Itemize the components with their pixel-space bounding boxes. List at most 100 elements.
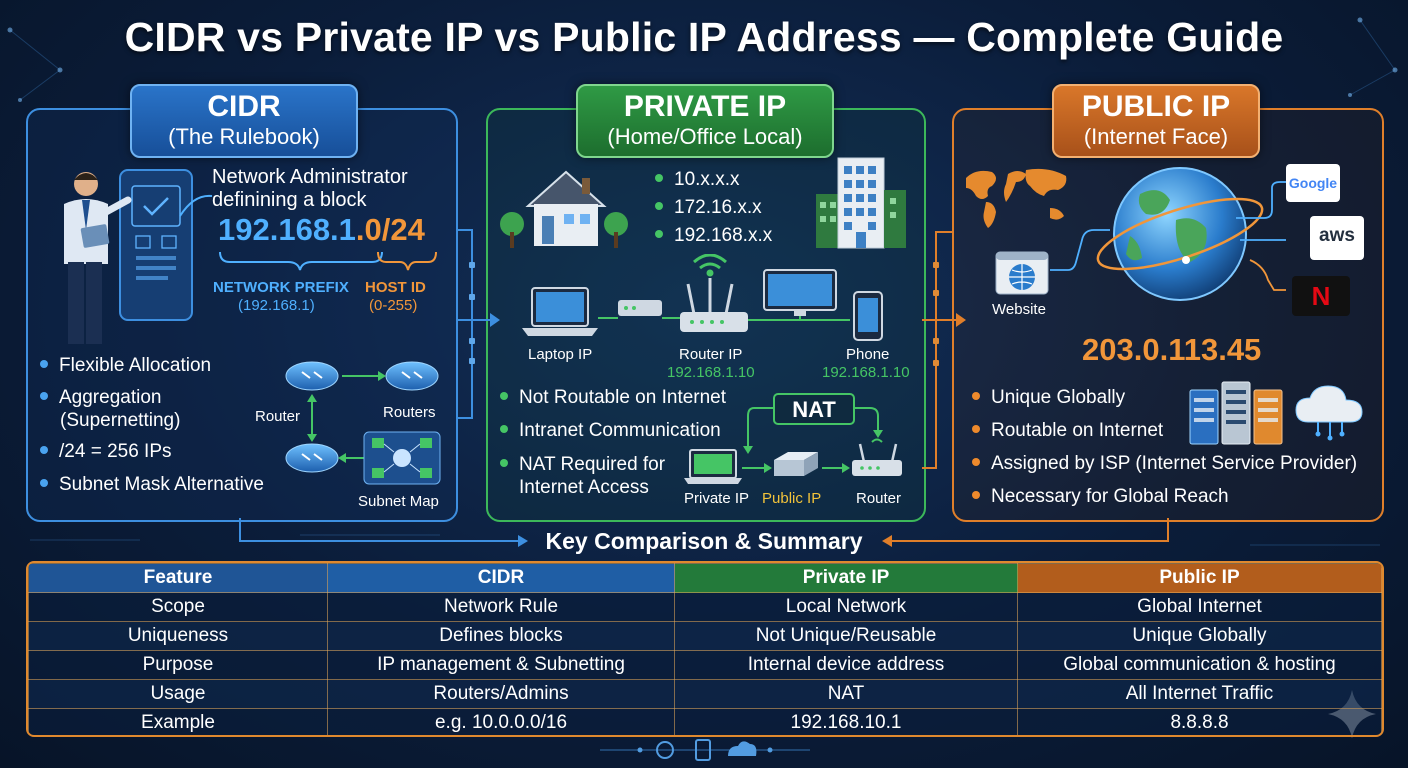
table-row: Purpose IP management & Subnetting Inter… <box>28 650 1382 680</box>
service-connectors <box>1050 181 1286 291</box>
table-header-row: Feature CIDR Private IP Public IP <box>28 563 1382 593</box>
laptop-ip-label: Laptop IP <box>528 346 593 363</box>
globe-icon <box>1096 167 1264 301</box>
cidr-header: CIDR (The Rulebook) <box>130 84 358 158</box>
nat-public-ip-label: Public IP <box>762 490 822 507</box>
column-header-private-ip: Private IP <box>674 563 1018 593</box>
subnet-map-label: Subnet Map <box>358 493 439 510</box>
google-logo: Google <box>1286 164 1340 202</box>
laptop-icon <box>522 287 598 336</box>
table-cell: Usage <box>28 679 328 709</box>
table-cell: Uniqueness <box>28 621 328 651</box>
table-cell: Network Rule <box>327 592 675 622</box>
footer-icons <box>600 739 810 761</box>
network-prefix-value: (192.168.1) <box>238 297 315 314</box>
netflix-logo: N <box>1292 276 1350 316</box>
cidr-example-prefix: 192.168.1 <box>218 212 356 247</box>
private-ip-header-subtitle: (Home/Office Local) <box>607 124 803 149</box>
public-bullet: Routable on Internet <box>972 420 1163 442</box>
admin-caption-line-2: definining a block <box>212 189 367 211</box>
host-id-value: (0-255) <box>369 297 418 314</box>
cidr-bullet: Aggregation <box>40 387 161 409</box>
world-map-icon <box>966 168 1067 228</box>
phone-ip-value: 192.168.1.10 <box>822 364 910 381</box>
router-icon <box>385 361 439 391</box>
website-icon <box>995 251 1049 295</box>
public-ip-header: PUBLIC IP (Internet Face) <box>1052 84 1260 158</box>
table-cell: IP management & Subnetting <box>327 650 675 680</box>
table-cell: Local Network <box>674 592 1018 622</box>
cidr-header-subtitle: (The Rulebook) <box>168 124 320 149</box>
router-icon <box>852 438 902 476</box>
page-title: CIDR vs Private IP vs Public IP Address … <box>124 14 1284 60</box>
private-ip-header: PRIVATE IP (Home/Office Local) <box>576 84 834 158</box>
phone-icon <box>853 291 883 341</box>
server-rack-icon <box>1189 381 1283 445</box>
table-cell: Not Unique/Reusable <box>674 621 1018 651</box>
table-cell: e.g. 10.0.0.0/16 <box>327 708 675 735</box>
monitor-icon <box>763 269 837 316</box>
router-ip-label: Router IP <box>679 346 743 363</box>
prefix-brackets <box>219 251 437 271</box>
private-range-item: 172.16.x.x <box>655 197 762 219</box>
table-cell: Unique Globally <box>1017 621 1382 651</box>
phone-label: Phone <box>846 346 890 363</box>
admin-pointer-arrow <box>179 194 213 217</box>
column-header-feature: Feature <box>28 563 328 593</box>
cidr-bullet-continuation: (Supernetting) <box>60 410 181 431</box>
table-cell: NAT <box>674 679 1018 709</box>
wifi-icon <box>693 254 727 277</box>
private-range-item: 10.x.x.x <box>655 169 739 191</box>
private-ip-header-title: PRIVATE IP <box>623 90 787 123</box>
house-icon <box>500 170 628 248</box>
public-bullet: Necessary for Global Reach <box>972 486 1229 508</box>
comparison-section-title: Key Comparison & Summary <box>545 528 863 554</box>
table-cell: Global communication & hosting <box>1017 650 1382 680</box>
table-cell: Global Internet <box>1017 592 1382 622</box>
table-cell: 8.8.8.8 <box>1017 708 1382 735</box>
table-cell: Scope <box>28 592 328 622</box>
private-bullet-continuation: Internet Access <box>519 477 649 498</box>
host-id-label: HOST ID <box>365 279 426 296</box>
admin-caption-line-1: Network Administrator <box>212 166 408 188</box>
router-network-diagram <box>285 361 441 485</box>
public-bullet: Unique Globally <box>972 387 1125 409</box>
local-network-diagram <box>522 254 883 341</box>
table-row: Usage Routers/Admins NAT All Internet Tr… <box>28 679 1382 709</box>
cidr-bullet: Subnet Mask Alternative <box>40 474 264 496</box>
public-bullet: Assigned by ISP (Internet Service Provid… <box>972 453 1357 475</box>
network-prefix-label: NETWORK PREFIX <box>213 279 349 296</box>
private-bullet: Not Routable on Internet <box>500 387 726 409</box>
laptop-icon <box>684 449 742 484</box>
office-building-icon <box>816 157 906 249</box>
cidr-example-suffix: .0/24 <box>355 212 425 247</box>
administrator-illustration <box>64 169 193 344</box>
table-row: Scope Network Rule Local Network Global … <box>28 592 1382 622</box>
cidr-example-address: 192.168.1.0/24 <box>218 212 425 248</box>
column-header-public-ip: Public IP <box>1017 563 1382 593</box>
router-ip-value: 192.168.1.10 <box>667 364 755 381</box>
private-range-item: 192.168.x.x <box>655 225 772 247</box>
cloud-icon <box>1295 385 1363 441</box>
nat-gateway-icon <box>774 452 818 476</box>
nat-diagram <box>684 393 902 484</box>
table-cell: Routers/Admins <box>327 679 675 709</box>
table-row: Example e.g. 10.0.0.0/16 192.168.10.1 8.… <box>28 708 1382 735</box>
comparison-table: Feature CIDR Private IP Public IP Scope … <box>26 561 1384 737</box>
router-icon <box>285 361 339 391</box>
cidr-bullet: Flexible Allocation <box>40 355 211 377</box>
public-ip-header-title: PUBLIC IP <box>1081 90 1231 123</box>
table-cell: 192.168.10.1 <box>674 708 1018 735</box>
column-header-cidr: CIDR <box>327 563 675 593</box>
table-cell: Purpose <box>28 650 328 680</box>
table-cell: Defines blocks <box>327 621 675 651</box>
cidr-header-title: CIDR <box>207 90 281 123</box>
cidr-bullet: /24 = 256 IPs <box>40 441 172 463</box>
router-label: Router <box>255 408 301 425</box>
private-bullet: Intranet Communication <box>500 420 721 442</box>
aws-logo: aws <box>1310 216 1364 260</box>
routers-label: Routers <box>383 404 436 421</box>
table-row: Uniqueness Defines blocks Not Unique/Reu… <box>28 621 1382 651</box>
modem-icon <box>618 300 662 316</box>
